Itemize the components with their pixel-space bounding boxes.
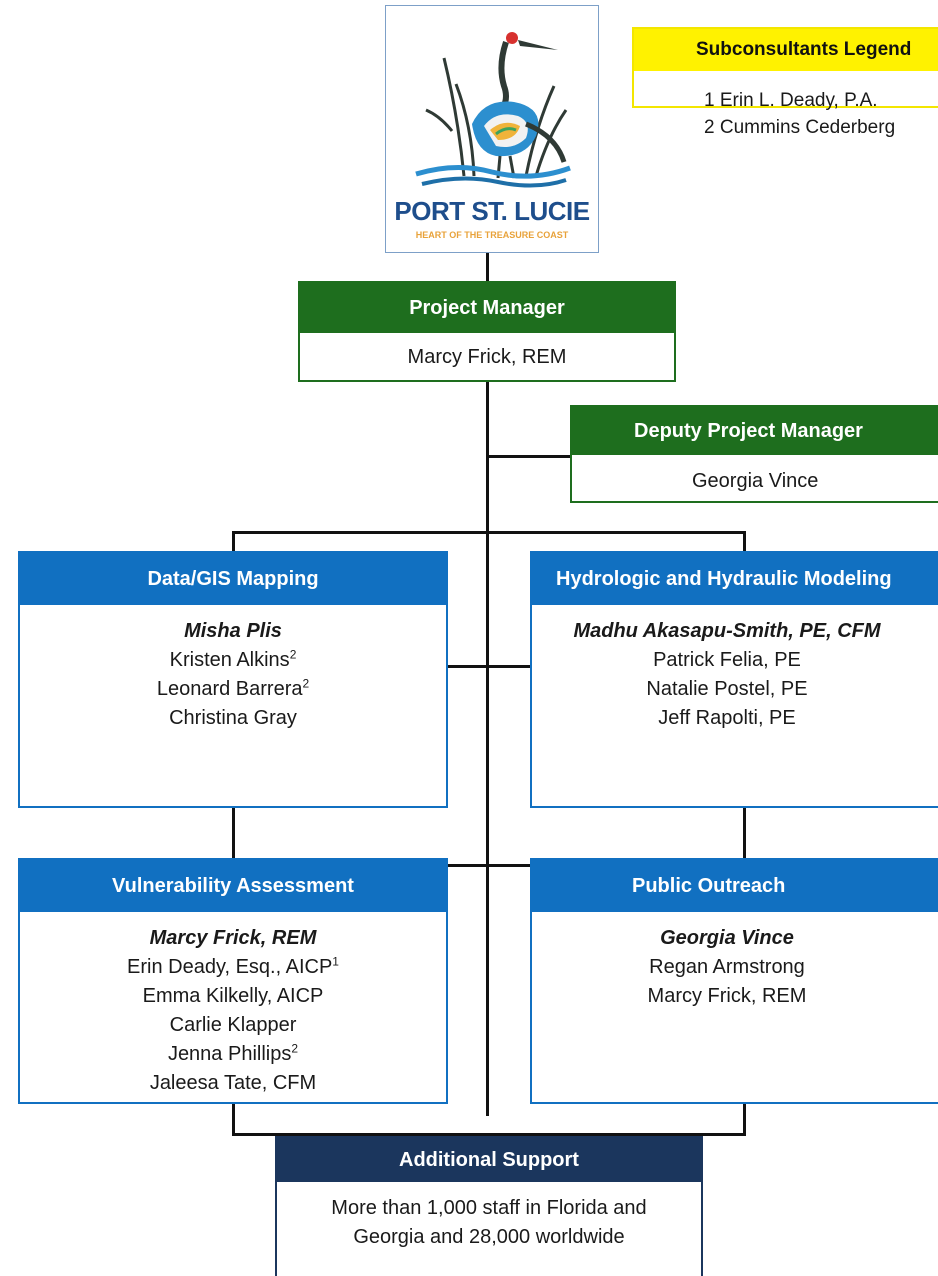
- team-member: Kristen Alkins2: [169, 647, 297, 671]
- right-bottom-drop: [743, 1100, 746, 1136]
- project-manager-name: Marcy Frick, REM: [407, 346, 567, 368]
- additional-support-title: Additional Support: [277, 1138, 701, 1182]
- deputy-project-manager-name: Georgia Vince: [692, 470, 819, 492]
- legend-items: 1 Erin L. Deady, P.A. 2 Cummins Cederber…: [634, 87, 934, 141]
- additional-support-line-2: Georgia and 28,000 worldwide: [353, 1226, 625, 1248]
- heron-icon: [415, 32, 571, 188]
- team-member: Marcy Frick, REM: [647, 985, 807, 1007]
- project-manager-box: Project Manager Marcy Frick, REM: [298, 281, 676, 382]
- vulnerability-members: Marcy Frick, REM Erin Deady, Esq., AICP1…: [20, 924, 446, 1098]
- legend-item-1: 1 Erin L. Deady, P.A.: [704, 90, 878, 111]
- logo-name: PORT ST. LUCIE: [394, 196, 590, 226]
- team-member: Leonard Barrera2: [156, 676, 310, 700]
- team-member: Regan Armstrong: [649, 956, 805, 978]
- vulnerability-lead: Marcy Frick, REM: [149, 927, 317, 949]
- vulnerability-assessment-panel: Vulnerability Assessment Marcy Frick, RE…: [18, 858, 448, 1104]
- row1-connector: [446, 665, 532, 668]
- data-gis-lead: Misha Plis: [184, 620, 282, 642]
- data-gis-mapping-box: Data/GIS Mapping Misha Plis Kristen Alki…: [18, 551, 448, 808]
- right-drop-connector: [743, 531, 746, 551]
- deputy-project-manager-box: Deputy Project Manager Georgia Vince: [570, 405, 938, 503]
- port-st-lucie-logo: PORT ST. LUCIE HEART OF THE TREASURE COA…: [385, 5, 599, 253]
- deputy-connector: [486, 455, 572, 458]
- team-top-bar: [232, 531, 746, 534]
- hh-modeling-lead: Madhu Akasapu-Smith, PE, CFM: [573, 620, 881, 642]
- public-outreach-members: Georgia Vince Regan Armstrong Marcy Fric…: [532, 924, 938, 1011]
- left-mid-connector: [232, 806, 235, 864]
- additional-support-box: Additional Support More than 1,000 staff…: [275, 1136, 703, 1276]
- deputy-project-manager-title: Deputy Project Manager: [572, 407, 938, 455]
- left-drop-connector: [232, 531, 235, 551]
- additional-support-text: More than 1,000 staff in Florida and Geo…: [277, 1194, 701, 1252]
- hh-modeling-members: Madhu Akasapu-Smith, PE, CFM Patrick Fel…: [532, 617, 938, 733]
- team-member: Erin Deady, Esq., AICP1: [127, 954, 339, 978]
- additional-support-line-1: More than 1,000 staff in Florida and: [331, 1197, 647, 1219]
- vulnerability-title: Vulnerability Assessment: [20, 860, 446, 912]
- team-member: Christina Gray: [169, 707, 297, 729]
- team-member: Jaleesa Tate, CFM: [149, 1072, 317, 1094]
- right-mid-connector: [743, 806, 746, 864]
- data-gis-title: Data/GIS Mapping: [20, 553, 446, 605]
- row2-connector: [446, 864, 532, 867]
- team-member: Carlie Klapper: [169, 1014, 297, 1036]
- project-manager-title: Project Manager: [300, 283, 674, 333]
- team-member: Natalie Postel, PE: [646, 678, 808, 700]
- legend-title: Subconsultants Legend: [634, 29, 938, 71]
- team-member: Patrick Felia, PE: [653, 649, 801, 671]
- team-member: Emma Kilkelly, AICP: [142, 985, 324, 1007]
- subconsultants-legend: Subconsultants Legend 1 Erin L. Deady, P…: [632, 27, 938, 138]
- hh-modeling-box: Hydrologic and Hydraulic Modeling Madhu …: [530, 551, 938, 808]
- team-bottom-bar: [232, 1133, 746, 1136]
- public-outreach-box: Public Outreach Georgia Vince Regan Arms…: [530, 858, 938, 1104]
- hh-modeling-title: Hydrologic and Hydraulic Modeling: [532, 553, 938, 605]
- logo-tagline: HEART OF THE TREASURE COAST: [415, 230, 569, 240]
- spine-connector: [486, 252, 489, 1116]
- public-outreach-title: Public Outreach: [532, 860, 938, 912]
- team-member: Jenna Phillips2: [167, 1041, 299, 1065]
- data-gis-members: Misha Plis Kristen Alkins2 Leonard Barre…: [20, 617, 446, 733]
- legend-item-2: 2 Cummins Cederberg: [704, 117, 896, 138]
- left-bottom-drop: [232, 1100, 235, 1136]
- team-member: Jeff Rapolti, PE: [658, 707, 796, 729]
- public-outreach-lead: Georgia Vince: [660, 927, 794, 949]
